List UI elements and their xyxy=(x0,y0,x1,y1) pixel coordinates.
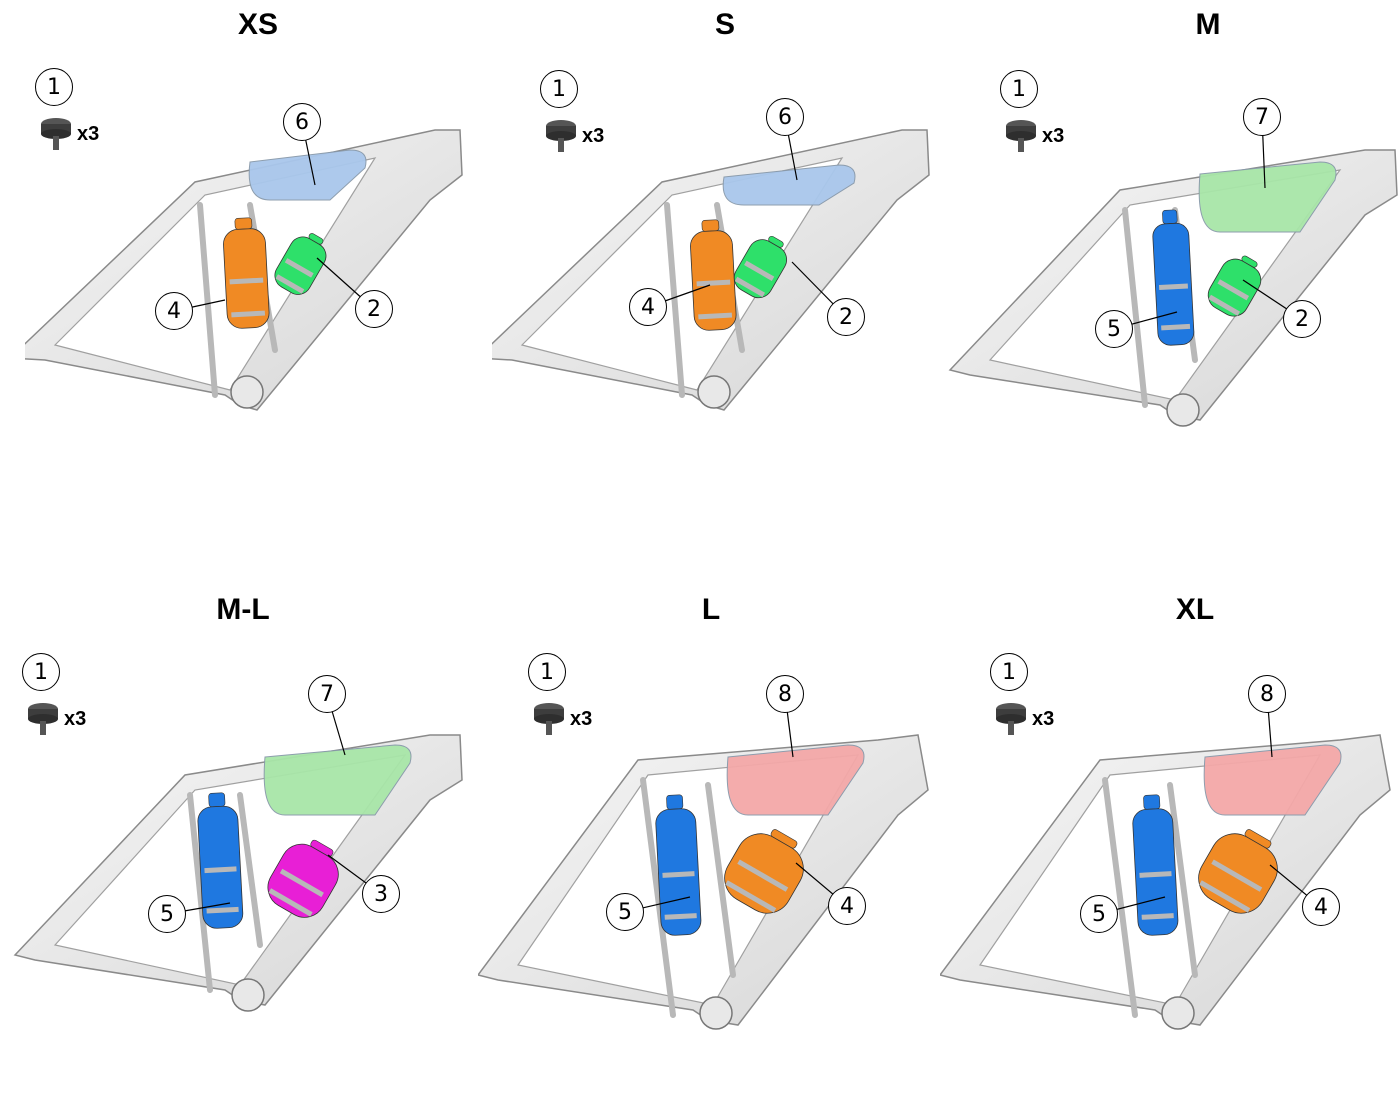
knob-count: x3 xyxy=(570,707,593,730)
frame-illustration xyxy=(940,693,1391,1030)
frame-bag xyxy=(726,744,865,816)
rear-bottle-callout: 2 xyxy=(1283,300,1321,338)
knob-icon xyxy=(546,120,576,152)
bottom-bracket xyxy=(1161,996,1195,1030)
front-bottle xyxy=(655,794,702,936)
bag-callout: 7 xyxy=(1243,98,1281,136)
bag-callout: 8 xyxy=(1248,675,1286,713)
frame-opening xyxy=(520,157,844,391)
knob-quantity: x3 xyxy=(1004,116,1064,156)
size-label: L xyxy=(701,593,721,626)
knob-count: x3 xyxy=(1032,707,1055,730)
bottom-bracket xyxy=(230,375,264,409)
size-label: S xyxy=(714,8,735,41)
knob-quantity: x3 xyxy=(39,114,99,154)
knob-count: x3 xyxy=(77,122,100,145)
rear-bottle xyxy=(724,829,804,914)
front-bottle-callout: 5 xyxy=(148,895,186,933)
seat-tube xyxy=(640,777,736,1018)
frame-illustration xyxy=(478,693,929,1030)
bag-callout: 8 xyxy=(766,675,804,713)
front-bottle-callout: 5 xyxy=(1080,895,1118,933)
front-bottle-callout: 4 xyxy=(629,288,667,326)
size-label: XL xyxy=(1175,593,1215,626)
bag-callout: 7 xyxy=(308,675,346,713)
rear-bottle-callout: 2 xyxy=(827,298,865,336)
knob-quantity: x3 xyxy=(532,699,592,739)
knob-callout: 1 xyxy=(528,653,566,691)
rear-bottle xyxy=(1207,255,1262,317)
knob-quantity: x3 xyxy=(26,699,86,739)
frame-bag xyxy=(248,149,367,201)
knob-callout: 1 xyxy=(1000,70,1038,108)
bottom-bracket xyxy=(697,375,731,409)
knob-icon xyxy=(996,703,1026,735)
frame-illustration xyxy=(25,121,463,411)
knob-callout: 1 xyxy=(22,653,60,691)
rear-bottle xyxy=(1198,829,1278,914)
front-bottle-callout: 5 xyxy=(1095,310,1133,348)
rear-bottle-callout: 4 xyxy=(828,887,866,925)
rear-bottle xyxy=(267,839,339,918)
front-bottle xyxy=(223,217,270,329)
knob-quantity: x3 xyxy=(544,116,604,156)
knob-icon xyxy=(28,703,58,735)
front-bottle-callout: 4 xyxy=(155,292,193,330)
rear-bottle xyxy=(733,235,787,299)
bottom-bracket xyxy=(699,996,733,1030)
frame-bag xyxy=(1198,161,1337,233)
front-bottle-callout: 5 xyxy=(606,893,644,931)
knob-count: x3 xyxy=(582,124,605,147)
rear-bottle-callout: 3 xyxy=(362,875,400,913)
front-bottle xyxy=(690,219,737,331)
size-label: M-L xyxy=(216,593,270,626)
frame-bag xyxy=(263,744,412,816)
knob-callout: 1 xyxy=(990,653,1028,691)
frame-bag xyxy=(722,164,856,206)
knob-icon xyxy=(534,703,564,735)
front-bottle xyxy=(1132,794,1179,936)
bag-callout: 6 xyxy=(766,98,804,136)
frame-illustration xyxy=(948,116,1398,427)
size-label: XS xyxy=(237,8,279,41)
bottom-bracket xyxy=(1166,393,1200,427)
knob-icon xyxy=(41,118,71,150)
knob-callout: 1 xyxy=(540,70,578,108)
front-bottle xyxy=(197,792,244,929)
knob-callout: 1 xyxy=(35,68,73,106)
knob-count: x3 xyxy=(1042,124,1065,147)
front-bottle xyxy=(1152,209,1195,346)
seat-tube xyxy=(1102,777,1198,1018)
knob-icon xyxy=(1006,120,1036,152)
frame-opening xyxy=(53,157,377,391)
knob-count: x3 xyxy=(64,707,87,730)
frame-bag xyxy=(1203,744,1342,816)
knob-quantity: x3 xyxy=(994,699,1054,739)
rear-bottle xyxy=(274,233,327,295)
frame-illustration xyxy=(492,116,930,411)
rear-bottle-callout: 2 xyxy=(355,290,393,328)
bottom-bracket xyxy=(231,978,265,1012)
frame-illustration xyxy=(13,693,463,1012)
bag-callout: 6 xyxy=(283,103,321,141)
rear-bottle-callout: 4 xyxy=(1302,888,1340,926)
size-label: M xyxy=(1195,8,1221,41)
seat-tube xyxy=(187,792,263,993)
